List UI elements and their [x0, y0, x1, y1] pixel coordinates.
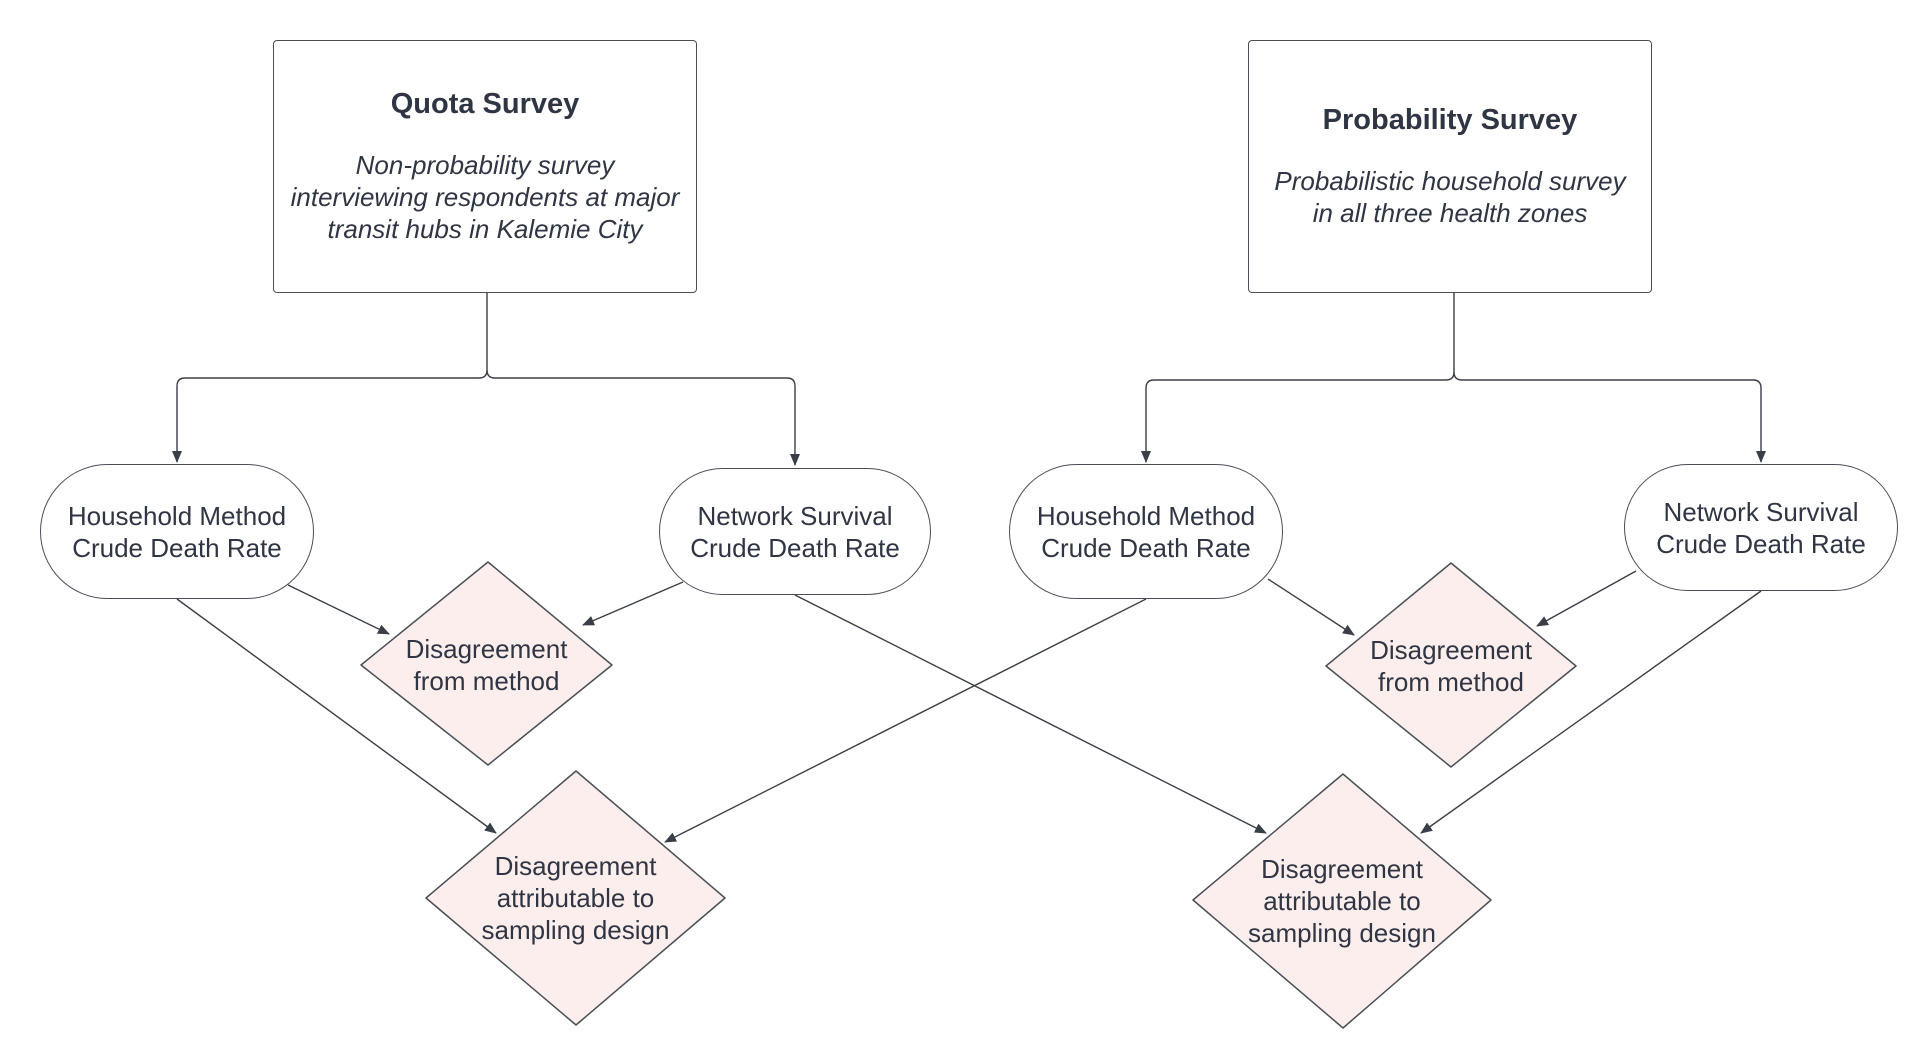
quota-survey-title: Quota Survey — [390, 88, 580, 120]
arrow-quota-household-to-method — [287, 584, 390, 635]
prob-method-diamond-shape — [1325, 562, 1577, 768]
quota-survey-description: Non-probability survey interviewing resp… — [290, 150, 680, 244]
quota-method-diamond-shape — [360, 561, 613, 766]
arrow-prob-network-to-design — [1420, 590, 1762, 834]
arrow-quota-network-to-method — [582, 581, 684, 626]
quota-split-connector — [172, 293, 488, 463]
probability-survey-title: Probability Survey — [1322, 104, 1578, 136]
arrow-quota-network-to-design — [794, 594, 1267, 834]
arrow-prob-household-to-design — [664, 598, 1147, 843]
probability-survey-box: Probability Survey Probabilistic househo… — [1248, 40, 1652, 293]
quota-survey-box: Quota Survey Non-probability survey inte… — [273, 40, 697, 293]
quota-household-estimate: Household Method Crude Death Rate — [40, 464, 314, 599]
arrow-quota-household-to-design — [176, 598, 497, 834]
prob-household-estimate: Household Method Crude Death Rate — [1009, 464, 1283, 599]
prob-network-estimate: Network Survival Crude Death Rate — [1624, 464, 1898, 591]
quota-household-label: Household Method Crude Death Rate — [67, 500, 287, 563]
quota-split-connector-right — [486, 369, 800, 466]
arrow-prob-network-to-method — [1536, 570, 1637, 627]
design-right-diamond-shape — [1192, 773, 1492, 1029]
prob-household-label: Household Method Crude Death Rate — [1036, 500, 1256, 563]
prob-network-label: Network Survival Crude Death Rate — [1656, 496, 1866, 559]
quota-network-label: Network Survival Crude Death Rate — [690, 500, 900, 563]
prob-split-connector-right — [1453, 371, 1766, 463]
prob-split-connector — [1141, 293, 1455, 463]
design-left-diamond-shape — [425, 770, 726, 1026]
probability-survey-description: Probabilistic household survey in all th… — [1274, 166, 1626, 228]
arrow-prob-household-to-method — [1267, 578, 1355, 636]
quota-network-estimate: Network Survival Crude Death Rate — [659, 468, 931, 595]
